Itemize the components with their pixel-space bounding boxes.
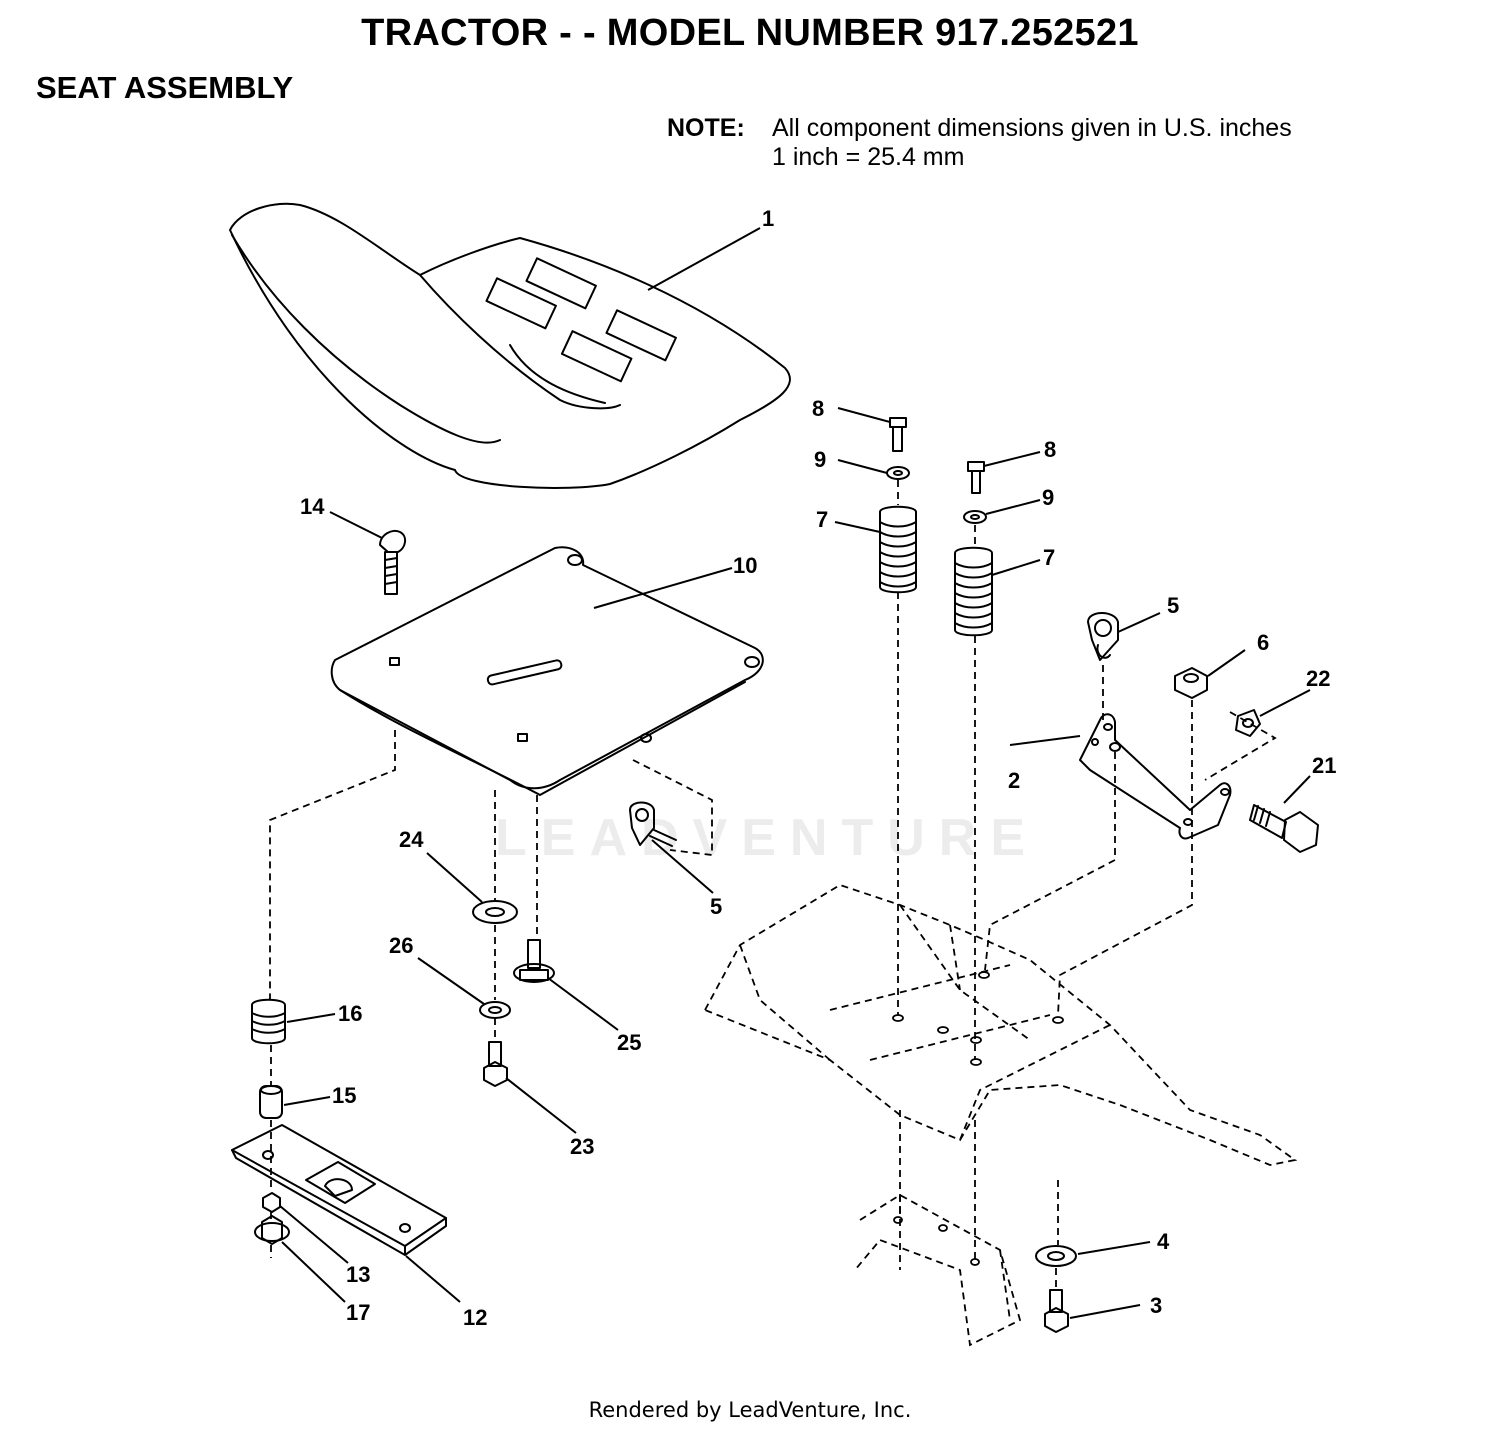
callout-2: 2: [1008, 768, 1020, 793]
callout-1: 1: [762, 206, 774, 231]
note-line-1: All component dimensions given in U.S. i…: [772, 114, 1292, 142]
part-shoulder-bolt-21: [1249, 804, 1319, 853]
part-nut-6: [1174, 667, 1208, 699]
frame-holes: [892, 971, 1064, 1266]
callout-21: 21: [1312, 753, 1336, 778]
section-title: SEAT ASSEMBLY: [36, 70, 294, 105]
watermark: LEADVENTURE: [495, 809, 1040, 867]
callout-15: 15: [332, 1083, 356, 1108]
callout-5b: 5: [710, 894, 722, 919]
callout-23: 23: [570, 1134, 594, 1159]
part-plate-12: [231, 1124, 447, 1256]
callout-6: 6: [1257, 630, 1269, 655]
part-flange-bolt-25: [513, 939, 555, 983]
part-washer-24: [472, 900, 518, 924]
callout-26: 26: [389, 933, 413, 958]
callout-4: 4: [1157, 1229, 1170, 1254]
part-carriage-bolt-14: [379, 529, 406, 595]
part-flange-nut-17: [254, 1215, 290, 1245]
part-clip-5: [629, 612, 1119, 847]
part-lockwasher-26: [479, 1001, 511, 1019]
callout-9b: 9: [1042, 485, 1054, 510]
callout-24: 24: [399, 827, 424, 852]
note-label: NOTE:: [667, 114, 745, 142]
callout-17: 17: [346, 1300, 370, 1325]
callout-16: 16: [338, 1001, 362, 1026]
callout-7a: 7: [816, 507, 828, 532]
part-spring-7: [879, 505, 993, 637]
callout-22: 22: [1306, 666, 1330, 691]
part-spring-16: [251, 998, 286, 1045]
callout-5a: 5: [1167, 593, 1179, 618]
part-seat-pan: [330, 546, 764, 796]
callout-7b: 7: [1043, 545, 1055, 570]
note-line-2: 1 inch = 25.4 mm: [772, 143, 965, 171]
part-nut-13: [262, 1192, 281, 1213]
callout-12: 12: [463, 1305, 487, 1330]
part-spacer-15: [259, 1085, 283, 1119]
callout-10: 10: [733, 553, 757, 578]
callout-13: 13: [346, 1262, 370, 1287]
leader-lines: [279, 227, 1311, 1319]
part-nut-22: [1235, 709, 1261, 737]
part-bracket-2: [1079, 713, 1232, 840]
callout-14: 14: [300, 494, 325, 519]
tractor-frame-reference: [269, 480, 1298, 1347]
callout-9a: 9: [814, 447, 826, 472]
page-title: TRACTOR - - MODEL NUMBER 917.252521: [361, 12, 1139, 54]
callout-25: 25: [617, 1030, 641, 1055]
part-bolt-8: [889, 417, 985, 494]
footer-credit: Rendered by LeadVenture, Inc.: [588, 1398, 912, 1422]
callout-8a: 8: [812, 396, 824, 421]
part-seat: [229, 202, 791, 489]
part-washer-4: [1035, 1245, 1077, 1267]
part-bolt-3: [1044, 1289, 1069, 1333]
part-bolt-23: [483, 1041, 508, 1087]
callout-8b: 8: [1044, 437, 1056, 462]
callout-3: 3: [1150, 1293, 1162, 1318]
